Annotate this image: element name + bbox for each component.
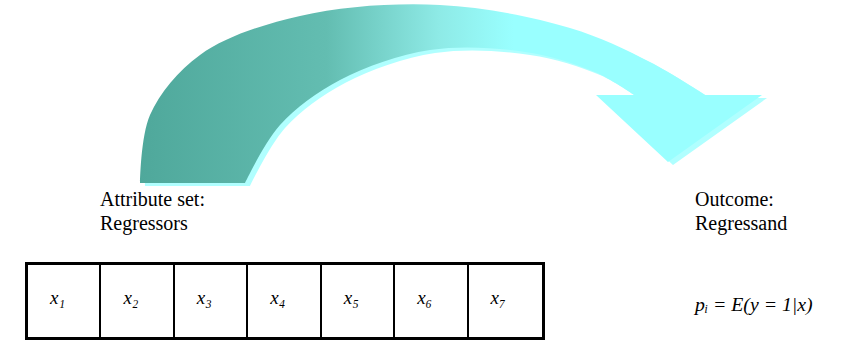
variable-label: x₅ bbox=[344, 287, 359, 309]
formula: pᵢ = E(y = 1|x) bbox=[695, 293, 839, 316]
attribute-cell: x₁ bbox=[28, 265, 101, 337]
outcome-group: Outcome: Regressand pᵢ = E(y = 1|x) bbox=[640, 162, 839, 316]
variable-label: x₄ bbox=[270, 287, 285, 309]
attribute-cell: x₆ bbox=[395, 265, 468, 337]
attribute-cell: x₄ bbox=[248, 265, 321, 337]
attribute-cell: x₇ bbox=[469, 265, 542, 337]
variable-label: x₃ bbox=[197, 287, 212, 309]
attribute-cell: x₅ bbox=[322, 265, 395, 337]
attribute-set-group: Attribute set: Regressors x₁ x₂ x₃ x₄ x₅ x₆ x₇ bbox=[25, 183, 545, 340]
variable-label: x₆ bbox=[417, 287, 432, 309]
variable-label: x₇ bbox=[491, 287, 506, 309]
variable-label: x₂ bbox=[123, 287, 138, 309]
attribute-cell: x₂ bbox=[101, 265, 174, 337]
group-heading: Outcome: Regressand bbox=[695, 187, 820, 235]
curved-arrow bbox=[140, 4, 762, 183]
attribute-cell: x₃ bbox=[175, 265, 248, 337]
group-heading: Attribute set: Regressors bbox=[100, 187, 260, 235]
variable-label: x₁ bbox=[50, 287, 65, 309]
